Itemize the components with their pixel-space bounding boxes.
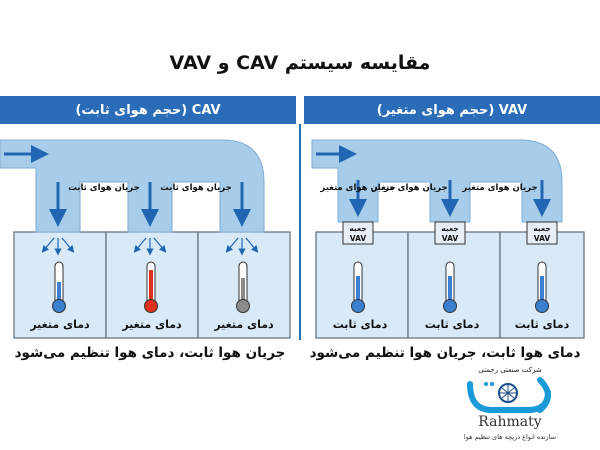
logo-name: Rahmaty: [478, 414, 542, 430]
vav-box-1-line2: VAV: [350, 234, 367, 243]
vav-box-3-line2: VAV: [534, 234, 551, 243]
cav-thermometer-blue-icon: [52, 261, 66, 313]
vav-room-label-3: دمای ثابت: [515, 318, 570, 331]
vav-box-1-line1: جعبه: [349, 224, 366, 233]
cav-diffuser-arrows-2: [133, 237, 167, 256]
vav-diagram: جریان هوای متغیر جریان هوای متغیر جریان …: [311, 139, 585, 339]
cav-caption: جریان هوا ثابت، دمای هوا تنظیم می‌شود: [14, 345, 286, 361]
cav-thermometer-red-icon: [144, 261, 158, 313]
cav-duct-label-1: جریان هوای ثابت: [68, 183, 139, 193]
cav-room-label-3: دمای متغیر: [213, 318, 274, 331]
cav-thermometer-gray-icon: [236, 261, 250, 313]
vav-header: VAV (حجم هوای متغیر): [304, 96, 600, 124]
logo-tagline: سازنده انواع دریچه های تنظیم هوا: [463, 433, 557, 441]
cav-header: CAV (حجم هوای ثابت): [0, 96, 296, 124]
cav-diffuser-arrows-3: [225, 237, 259, 256]
logo-subtitle: شرکت صنعتی رحمتی: [478, 366, 542, 374]
vav-duct: [311, 139, 563, 223]
divider-cap: [296, 96, 304, 124]
rahmaty-logo-icon: [467, 377, 551, 413]
cav-room-label-2: دمای متغیر: [121, 318, 182, 331]
cav-duct-label-2: جریان هوای ثابت: [160, 183, 231, 193]
vav-thermometer-2-icon: [443, 261, 457, 313]
vav-room-label-1: دمای ثابت: [333, 318, 388, 331]
vav-box-2-line2: VAV: [442, 234, 459, 243]
vav-duct-label-3: جریان هوای متغیر: [461, 183, 537, 193]
vav-thermometer-3-icon: [535, 261, 549, 313]
vav-caption: دمای هوا ثابت، جریان هوا تنظیم می‌شود: [309, 345, 581, 361]
cav-header-label: CAV (حجم هوای ثابت): [75, 102, 221, 118]
vav-duct-label-1: جریان هوای متغیر: [319, 183, 395, 193]
cav-diagram: جریان هوای ثابت جریان هوای ثابت: [0, 139, 291, 339]
vav-thermometer-1-icon: [351, 261, 365, 313]
vav-box-2: جعبه VAV: [434, 221, 466, 245]
page-title: مقایسه سیستم CAV و VAV: [169, 52, 431, 74]
vav-duct-label-2: جریان هوای متغیر: [371, 183, 447, 193]
cav-room-label-1: دمای متغیر: [29, 318, 90, 331]
vav-room-label-2: دمای ثابت: [425, 318, 480, 331]
vav-box-3: جعبه VAV: [526, 221, 558, 245]
vav-box-1: جعبه VAV: [342, 221, 374, 245]
vav-box-3-line1: جعبه: [533, 224, 550, 233]
vav-box-2-line1: جعبه: [441, 224, 458, 233]
cav-diffuser-arrows-1: [41, 237, 75, 256]
vav-header-label: VAV (حجم هوای متغیر): [376, 102, 528, 118]
